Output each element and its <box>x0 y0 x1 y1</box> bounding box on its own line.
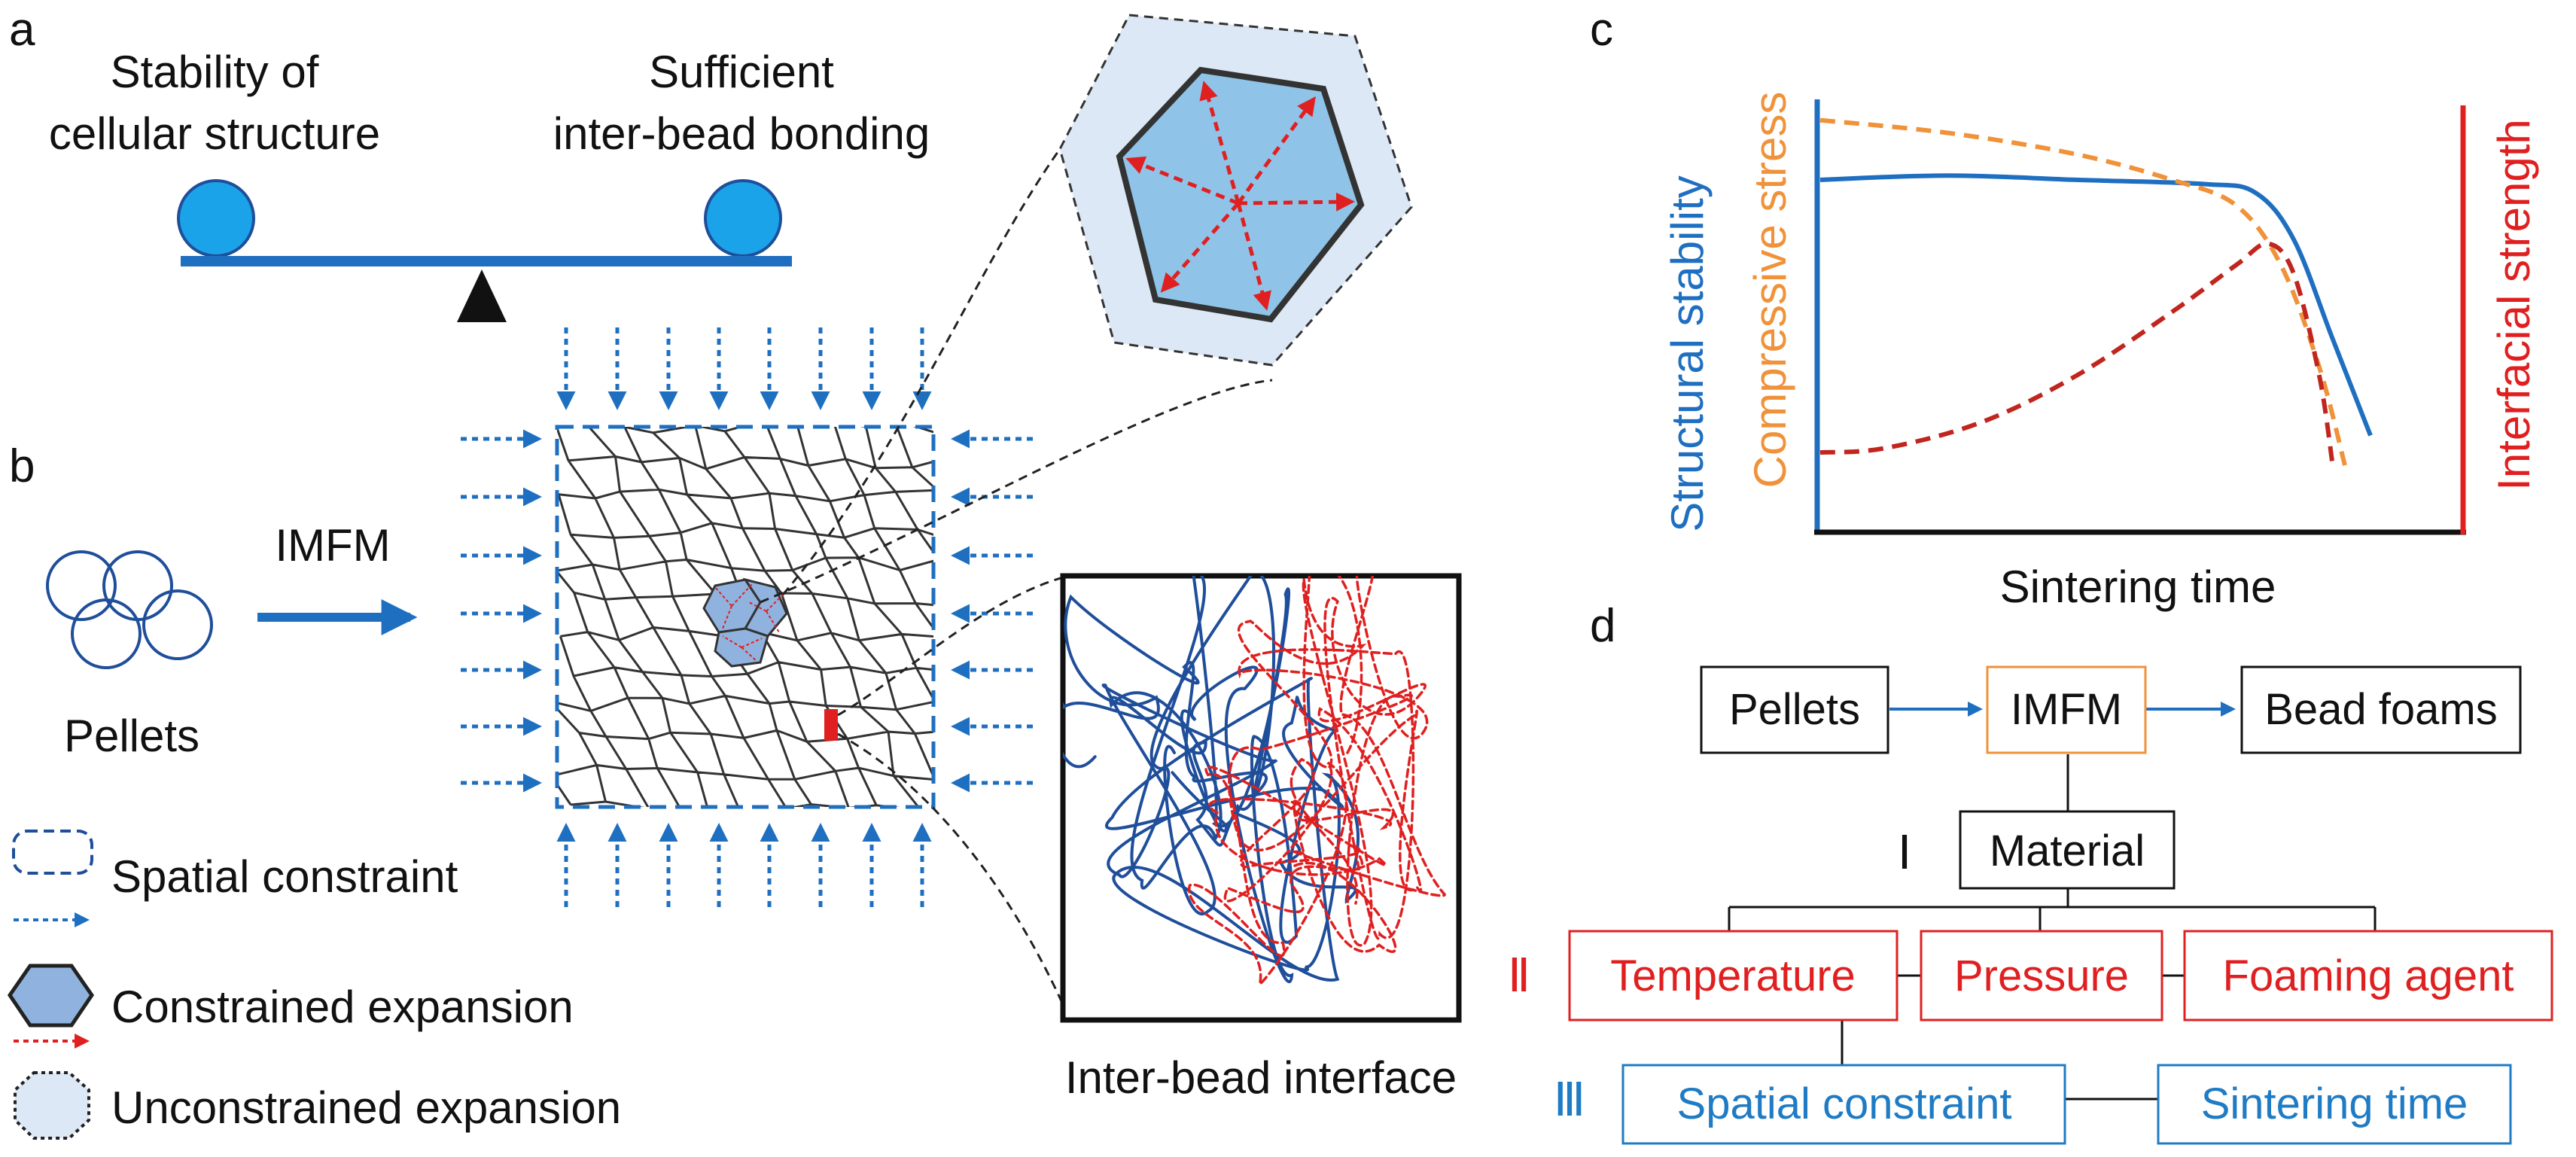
tree-connectors <box>1728 754 2377 1101</box>
node-foaming-agent-text: Foaming agent <box>2223 951 2514 1000</box>
node-imfm-text: IMFM <box>2011 685 2122 734</box>
process-label: IMFM <box>275 520 390 571</box>
dotted-circle-icon <box>14 1071 90 1140</box>
left-goal-text-2: cellular structure <box>49 108 380 159</box>
panel-a: a Stability of cellular structure Suffic… <box>9 4 930 322</box>
zoom-lines <box>760 148 1273 1002</box>
node-pellets <box>1700 665 1889 754</box>
node-sintering-time-text: Sintering time <box>2201 1079 2468 1128</box>
right-balance-ball <box>704 179 782 257</box>
legend-text-spatial: Spatial constraint <box>111 851 458 902</box>
node-spatial-constraint-text: Spatial constraint <box>1677 1079 2012 1128</box>
panel-label-d: d <box>1590 600 1615 652</box>
left-goal-text-1: Stability of <box>111 47 319 97</box>
pellets-label: Pellets <box>64 711 199 761</box>
node-pellets-text: Pellets <box>1729 685 1860 734</box>
fulcrum-icon <box>457 269 507 322</box>
panel-label-c: c <box>1590 4 1613 56</box>
compression-arrows <box>461 327 1033 907</box>
foam-cell-network <box>557 427 933 807</box>
right-goal-text-2: inter-bead bonding <box>553 108 930 159</box>
foam-cell-edges <box>557 427 933 807</box>
series-line-interfacial-strength <box>1819 241 2334 461</box>
legend-text-constrained: Constrained expansion <box>111 982 574 1032</box>
panel-b: b Pellets IMFM <box>7 14 1462 1140</box>
zoomed-hexagon <box>1058 14 1413 367</box>
pellets-icon <box>46 550 213 669</box>
node-bead-foams-text: Bead foams <box>2264 685 2498 734</box>
interface-label: Inter-bead interface <box>1065 1052 1457 1103</box>
node-material <box>1959 810 2176 890</box>
node-bead-foams <box>2240 665 2522 754</box>
panel-label-b: b <box>9 440 35 492</box>
interface-zoom-box <box>1060 573 1462 1023</box>
node-temperature <box>1568 930 1899 1022</box>
right-goal-text-1: Sufficient <box>649 47 834 97</box>
ylabel-interfacial-strength: Interfacial strength <box>2489 119 2539 491</box>
legend: Spatial constraint Constrained expansion… <box>7 830 621 1140</box>
series-line-compressive-stress <box>1819 117 2347 466</box>
panel-d: d Pellets IMFM Bead foams Ⅰ Material Ⅱ T… <box>1508 600 2553 1145</box>
highlighted-cell-cluster <box>702 577 788 668</box>
left-balance-ball <box>177 179 255 257</box>
ylabel-compressive-stress: Compressive stress <box>1745 92 1795 489</box>
balance-beam <box>181 256 792 266</box>
dashed-rounded-rect-icon <box>12 830 93 875</box>
level-2-marker: Ⅱ <box>1508 950 1531 1002</box>
blue-hexagon-icon <box>7 964 95 1028</box>
node-pressure-text: Pressure <box>1954 951 2129 1000</box>
series-line-structural-stability <box>1819 173 2373 437</box>
interface-marker <box>824 709 838 741</box>
node-imfm <box>1986 665 2147 754</box>
chart-series-group <box>1819 117 2373 466</box>
level-1-marker: Ⅰ <box>1898 827 1911 879</box>
spatial-constraint-box <box>555 425 936 809</box>
panel-c: c Structural stability Compressive stres… <box>1590 4 2539 612</box>
panel-label-a: a <box>9 4 35 56</box>
node-foaming-agent <box>2183 930 2553 1022</box>
node-temperature-text: Temperature <box>1610 951 1856 1000</box>
level-3-marker: Ⅲ <box>1554 1074 1586 1126</box>
node-pressure <box>1920 930 2163 1022</box>
node-material-text: Material <box>1990 827 2145 875</box>
legend-text-unconstrained: Unconstrained expansion <box>111 1082 621 1133</box>
node-spatial-constraint <box>1621 1064 2066 1145</box>
node-sintering-time <box>2157 1064 2512 1145</box>
xlabel-sintering-time: Sintering time <box>2000 562 2276 612</box>
ylabel-structural-stability: Structural stability <box>1662 175 1713 532</box>
